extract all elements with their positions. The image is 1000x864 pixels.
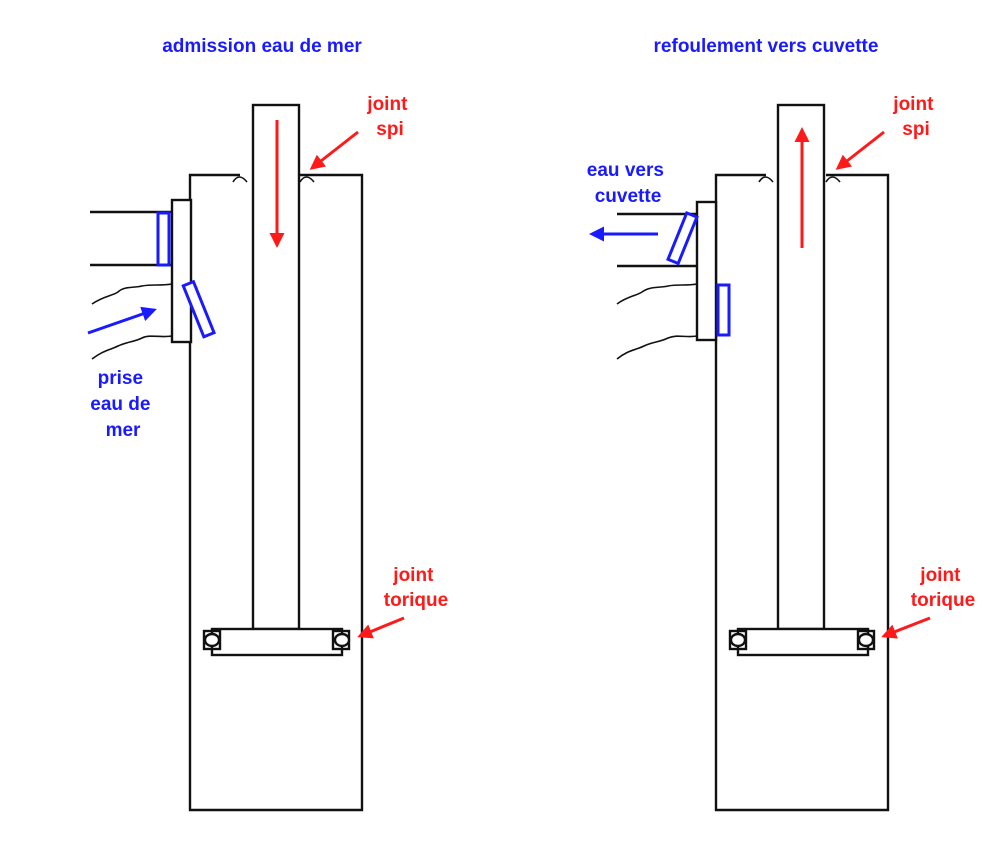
left-joint-torique-label: joint torique xyxy=(384,565,448,611)
left-o-ring-right xyxy=(333,632,351,648)
left-lower-valve-flap xyxy=(181,279,217,339)
right-o-ring-right xyxy=(857,632,875,648)
left-spi-pointer-arrow xyxy=(309,130,359,170)
left-joint-spi-label: joint spi xyxy=(366,94,412,140)
left-valve-block xyxy=(90,198,217,360)
right-upper-valve-flap xyxy=(666,210,699,266)
right-valve-block xyxy=(616,200,731,360)
right-title: refoulement vers cuvette xyxy=(654,36,879,57)
right-torique-pointer-arrow xyxy=(881,616,931,639)
right-joint-torique-label: joint torique xyxy=(911,565,975,611)
left-prise-eau-label: prise eau de mer xyxy=(90,368,155,441)
left-panel: admission eau de mer xyxy=(87,36,448,812)
left-inlet-arrow xyxy=(87,306,157,335)
left-cylinder xyxy=(188,173,364,812)
left-spi-seal-right xyxy=(299,176,315,183)
right-spi-seal-right xyxy=(825,176,841,183)
right-joint-spi-label: joint spi xyxy=(892,94,938,140)
right-cylinder xyxy=(714,173,890,812)
right-panel: refoulement vers cuvette xyxy=(587,36,975,812)
right-piston xyxy=(728,103,876,657)
right-spi-pointer-arrow xyxy=(835,130,885,170)
left-title: admission eau de mer xyxy=(162,36,362,57)
left-upper-valve-flap xyxy=(156,211,171,267)
right-o-ring-left xyxy=(729,632,747,648)
right-eau-vers-cuvette-label: eau vers cuvette xyxy=(587,160,669,207)
right-spi-seal-left xyxy=(758,176,774,183)
left-o-ring-left xyxy=(203,632,221,648)
right-lower-valve-flap xyxy=(716,283,731,337)
left-torique-pointer-arrow xyxy=(357,616,405,639)
left-spi-seal-left xyxy=(232,176,248,183)
